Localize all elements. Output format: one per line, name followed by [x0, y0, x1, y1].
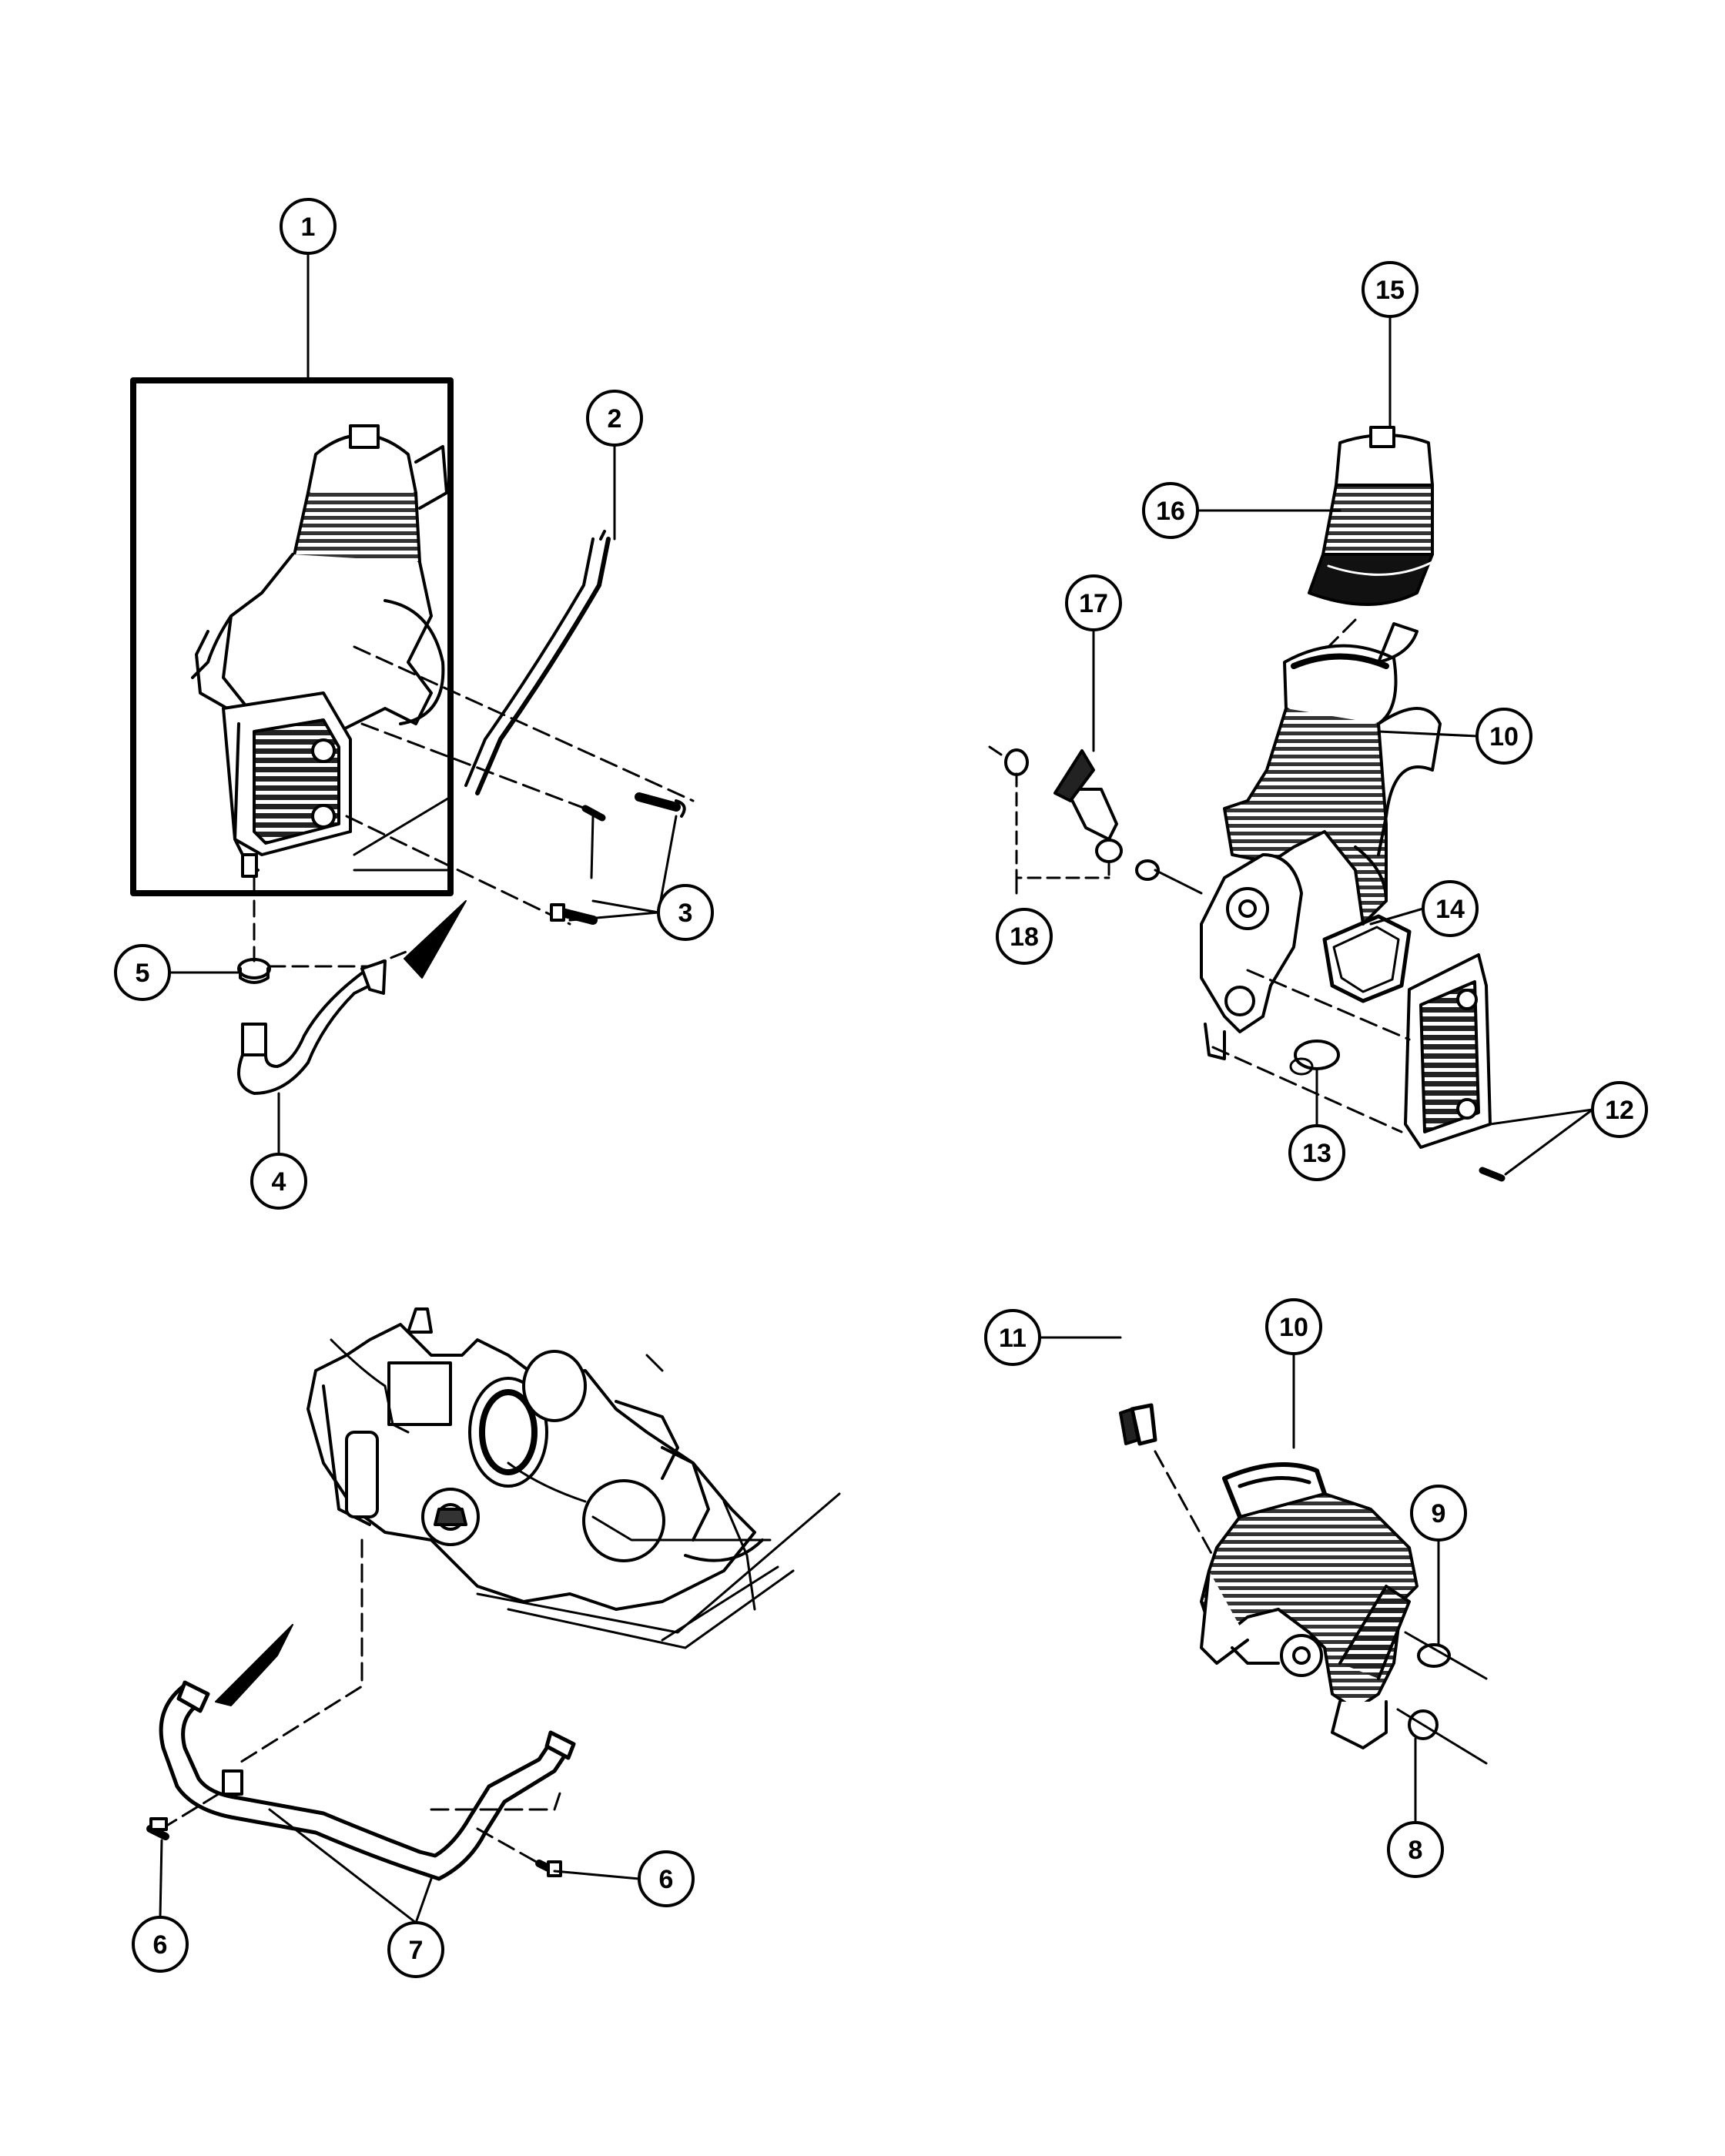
svg-text:14: 14: [1435, 895, 1465, 924]
part-6-bolts: [146, 1817, 562, 1877]
exploded-filter-housing: [988, 426, 1506, 1182]
callout-leaders: [159, 252, 1594, 1924]
callout-9: 9: [1410, 1485, 1467, 1542]
callout-14: 14: [1422, 880, 1479, 937]
svg-text:8: 8: [1408, 1836, 1423, 1865]
svg-text:2: 2: [608, 404, 622, 434]
engine-front-view: [306, 1307, 841, 1649]
callout-7: 7: [387, 1921, 444, 1978]
callout-1: 1: [280, 198, 337, 255]
direction-arrow-q1: [404, 900, 467, 979]
svg-text:3: 3: [678, 899, 693, 928]
oil-filter-module-assembly: [130, 377, 695, 926]
callout-bubbles: 1 2 3 5 4 15 16 17 10 18 14 12 13 11 10 …: [114, 198, 1648, 1978]
callout-12: 12: [1591, 1081, 1648, 1138]
callout-17: 17: [1065, 574, 1122, 631]
svg-text:18: 18: [1010, 922, 1039, 952]
callout-11: 11: [984, 1309, 1041, 1366]
svg-text:6: 6: [659, 1865, 674, 1894]
svg-text:15: 15: [1375, 276, 1405, 305]
svg-text:17: 17: [1079, 589, 1108, 618]
svg-text:12: 12: [1605, 1096, 1634, 1125]
svg-text:10: 10: [1279, 1313, 1308, 1342]
svg-text:4: 4: [272, 1167, 286, 1197]
leader-line-q3-a: [237, 1538, 363, 1765]
callout-15: 15: [1362, 261, 1419, 318]
callout-5: 5: [114, 944, 171, 1001]
callout-2: 2: [586, 390, 643, 447]
callout-18: 18: [996, 908, 1053, 965]
callout-13: 13: [1288, 1124, 1345, 1181]
callout-8: 8: [1387, 1821, 1444, 1878]
direction-arrow-q3: [215, 1624, 293, 1706]
callout-10-lower: 10: [1265, 1298, 1322, 1355]
part-2-tube: [464, 530, 611, 795]
leader-line-q3-c: [160, 1785, 233, 1830]
leader-line-q3-b: [430, 1785, 564, 1811]
svg-text:13: 13: [1302, 1139, 1331, 1168]
callout-3: 3: [657, 884, 714, 941]
assembly-frame: [130, 377, 454, 896]
svg-text:9: 9: [1432, 1499, 1446, 1528]
leader-line-q3-d: [476, 1827, 541, 1865]
part-7-tube: [159, 1680, 576, 1881]
svg-text:7: 7: [409, 1936, 424, 1965]
callout-6-right: 6: [638, 1850, 695, 1907]
svg-text:11: 11: [999, 1324, 1027, 1353]
callout-4: 4: [250, 1153, 307, 1210]
part-4-hose: [237, 959, 387, 1095]
svg-text:5: 5: [136, 959, 150, 988]
callout-6-left: 6: [132, 1916, 189, 1973]
part-5-clamp: [237, 876, 410, 984]
svg-text:10: 10: [1489, 722, 1519, 752]
svg-text:16: 16: [1156, 497, 1185, 526]
svg-text:1: 1: [301, 213, 316, 242]
callout-16: 16: [1142, 482, 1199, 539]
callout-10-upper: 10: [1475, 708, 1532, 765]
svg-text:6: 6: [153, 1930, 168, 1960]
housing-side-view: [1119, 1403, 1488, 1765]
